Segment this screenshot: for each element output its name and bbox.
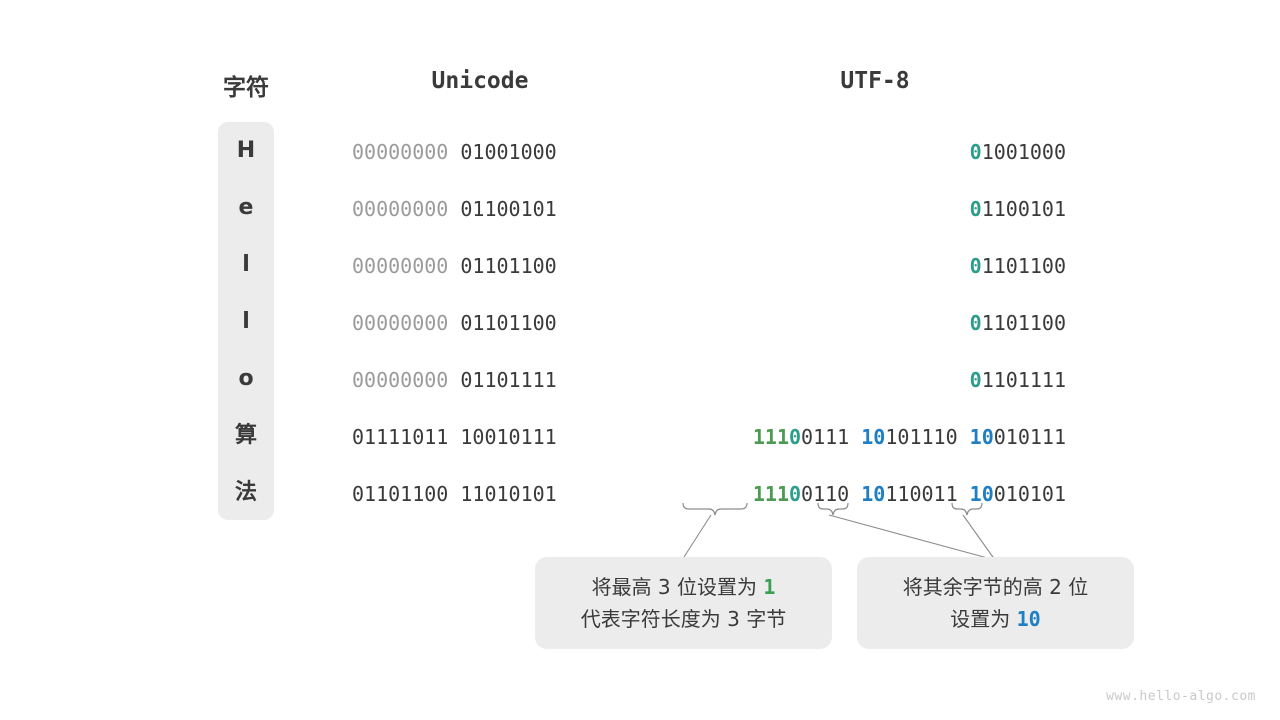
utf8-bits-cell: 01001000 xyxy=(600,140,1066,164)
utf8-marker-bits: 0 xyxy=(969,197,982,221)
character-column-band xyxy=(218,122,274,520)
unicode-low-byte: 10010111 xyxy=(460,425,557,449)
utf8-payload-bits: 1101100 xyxy=(981,311,1066,335)
unicode-high-byte: 01101100 xyxy=(352,482,449,506)
caption-left-line2: 代表字符长度为 3 字节 xyxy=(580,607,787,631)
caption-left-line1-text: 将最高 3 位设置为 xyxy=(591,575,764,599)
unicode-high-byte: 01111011 xyxy=(352,425,449,449)
unicode-high-byte: 00000000 xyxy=(352,140,449,164)
byte-separator xyxy=(448,197,460,221)
unicode-low-byte: 11010101 xyxy=(460,482,557,506)
byte-separator xyxy=(849,482,861,506)
byte-separator xyxy=(448,311,460,335)
utf8-marker-bits: 10 xyxy=(861,425,886,449)
utf8-marker-bits: 0 xyxy=(969,311,982,335)
character-cell: l xyxy=(242,252,250,277)
column-header-character: 字符 xyxy=(223,75,269,101)
byte-separator xyxy=(958,482,970,506)
unicode-high-byte: 00000000 xyxy=(352,197,449,221)
unicode-low-byte: 01101111 xyxy=(460,368,557,392)
utf8-payload-bits: 1101100 xyxy=(981,254,1066,278)
connector-leading-bits xyxy=(683,514,712,558)
utf8-marker-bits: 10 xyxy=(969,425,994,449)
byte-separator xyxy=(448,482,460,506)
character-cell: e xyxy=(238,195,254,220)
byte-separator xyxy=(849,425,861,449)
unicode-high-byte: 00000000 xyxy=(352,368,449,392)
unicode-high-byte: 00000000 xyxy=(352,311,449,335)
utf8-marker-bits: 0 xyxy=(969,368,982,392)
utf8-bits-cell: 01101100 xyxy=(600,311,1066,335)
byte-separator xyxy=(448,140,460,164)
unicode-bits-cell: 00000000 01101111 xyxy=(352,368,608,392)
caption-left-highlight: 1 xyxy=(763,575,776,599)
caption-right-line2: 设置为 10 xyxy=(950,603,1040,635)
utf8-bits-cell: 11100111 10101110 10010111 xyxy=(600,425,1066,449)
utf8-marker-bits: 111 xyxy=(752,482,789,506)
utf8-bits-cell: 01100101 xyxy=(600,197,1066,221)
unicode-bits-cell: 01111011 10010111 xyxy=(352,425,608,449)
utf8-marker-terminator-bit: 0 xyxy=(789,482,802,506)
unicode-bits-cell: 00000000 01101100 xyxy=(352,311,608,335)
character-cell: l xyxy=(242,309,250,334)
utf8-payload-bits: 1100101 xyxy=(981,197,1066,221)
unicode-low-byte: 01001000 xyxy=(460,140,557,164)
utf8-payload-bits: 010101 xyxy=(993,482,1066,506)
column-header-unicode: Unicode xyxy=(431,68,529,94)
caption-continuation-bits: 将其余字节的高 2 位 设置为 10 xyxy=(857,557,1134,649)
byte-separator xyxy=(448,254,460,278)
unicode-bits-cell: 00000000 01001000 xyxy=(352,140,608,164)
unicode-low-byte: 01101100 xyxy=(460,254,557,278)
utf8-payload-bits: 0110 xyxy=(801,482,850,506)
utf8-payload-bits: 010111 xyxy=(993,425,1066,449)
unicode-high-byte: 00000000 xyxy=(352,254,449,278)
connector-continuation-1 xyxy=(828,514,996,561)
utf8-marker-terminator-bit: 0 xyxy=(789,425,802,449)
character-cell: H xyxy=(236,138,256,163)
utf8-marker-bits: 111 xyxy=(752,425,789,449)
utf8-bits-cell: 01101111 xyxy=(600,368,1066,392)
utf8-marker-bits: 10 xyxy=(861,482,886,506)
byte-separator xyxy=(448,368,460,392)
utf8-payload-bits: 0111 xyxy=(801,425,850,449)
connector-continuation-2 xyxy=(962,514,996,561)
unicode-low-byte: 01100101 xyxy=(460,197,557,221)
byte-separator xyxy=(958,425,970,449)
utf8-payload-bits: 101110 xyxy=(885,425,958,449)
caption-leading-bits: 将最高 3 位设置为 1 代表字符长度为 3 字节 xyxy=(535,557,832,649)
utf8-payload-bits: 1001000 xyxy=(981,140,1066,164)
utf8-marker-bits: 0 xyxy=(969,254,982,278)
character-cell: 算 xyxy=(234,423,257,448)
unicode-bits-cell: 01101100 11010101 xyxy=(352,482,608,506)
caption-right-line2-text: 设置为 xyxy=(950,607,1017,631)
caption-left-line1: 将最高 3 位设置为 1 xyxy=(592,571,776,603)
character-cell: o xyxy=(238,366,254,391)
unicode-low-byte: 01101100 xyxy=(460,311,557,335)
utf8-marker-bits: 0 xyxy=(969,140,982,164)
utf8-marker-bits: 10 xyxy=(969,482,994,506)
character-cell: 法 xyxy=(234,480,257,505)
byte-separator xyxy=(448,425,460,449)
unicode-bits-cell: 00000000 01101100 xyxy=(352,254,608,278)
caption-right-highlight: 10 xyxy=(1016,607,1041,631)
watermark: www.hello-algo.com xyxy=(1106,689,1256,704)
utf8-payload-bits: 110011 xyxy=(885,482,958,506)
utf8-bits-cell: 11100110 10110011 10010101 xyxy=(600,482,1066,506)
utf8-bits-cell: 01101100 xyxy=(600,254,1066,278)
caption-right-line1: 将其余字节的高 2 位 xyxy=(902,575,1089,599)
utf8-payload-bits: 1101111 xyxy=(981,368,1066,392)
unicode-bits-cell: 00000000 01100101 xyxy=(352,197,608,221)
column-header-utf8: UTF-8 xyxy=(840,68,910,94)
